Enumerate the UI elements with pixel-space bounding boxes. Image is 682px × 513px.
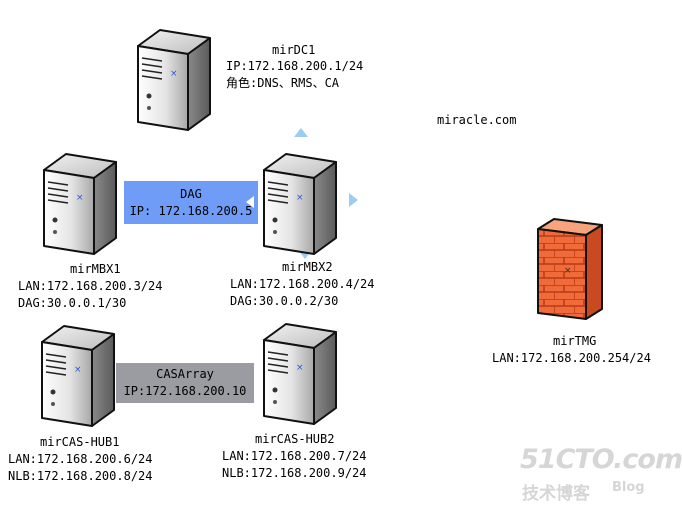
watermark-sub: 技术博客 (522, 484, 590, 504)
dag-ip: IP: 172.168.200.5 (129, 203, 253, 218)
server-icon-cas2[interactable] (258, 318, 338, 428)
tmg-lan: LAN:172.168.200.254/24 (492, 351, 651, 365)
domain-label: miracle.com (437, 113, 517, 127)
connector-arrow-up-icon (294, 128, 308, 137)
cas2-name: mirCAS-HUB2 (255, 432, 335, 446)
casarray-box[interactable]: CASArray IP:172.168.200.10 (116, 363, 254, 403)
cas1-lan: LAN:172.168.200.6/24 (8, 452, 153, 466)
dag-box[interactable]: DAG IP: 172.168.200.5 (124, 181, 258, 224)
watermark-blog: Blog (612, 480, 645, 495)
mbx1-dag: DAG:30.0.0.1/30 (18, 296, 127, 310)
mbx1-lan: LAN:172.168.200.3/24 (18, 279, 163, 293)
server-icon-dc1[interactable] (132, 24, 212, 134)
tmg-name: mirTMG (553, 334, 597, 348)
server-icon-mbx2[interactable] (258, 148, 338, 258)
connector-arrow-right-icon (349, 193, 358, 207)
cas2-nlb: NLB:172.168.200.9/24 (222, 466, 367, 480)
dag-arrow-left-icon (246, 196, 254, 208)
casarray-title: CASArray (156, 367, 214, 381)
firewall-icon[interactable]: × (534, 215, 606, 323)
dag-title: DAG (180, 186, 202, 201)
server-icon-cas1[interactable] (36, 320, 116, 430)
cas1-name: mirCAS-HUB1 (40, 435, 120, 449)
watermark-main: 51CTO.com (520, 444, 682, 475)
mbx2-dag: DAG:30.0.0.2/30 (230, 294, 339, 308)
dc1-role: 角色:DNS、RMS、CA (226, 76, 340, 90)
connector-arrow-down-icon (298, 250, 312, 259)
dc1-name: mirDC1 (272, 43, 316, 57)
mbx1-name: mirMBX1 (70, 262, 121, 276)
cas2-lan: LAN:172.168.200.7/24 (222, 449, 367, 463)
dc1-ip: IP:172.168.200.1/24 (226, 59, 364, 73)
mbx2-lan: LAN:172.168.200.4/24 (230, 277, 375, 291)
svg-text:×: × (564, 266, 572, 276)
server-icon-mbx1[interactable] (38, 148, 118, 258)
cas1-nlb: NLB:172.168.200.8/24 (8, 469, 153, 483)
casarray-ip: IP:172.168.200.10 (123, 384, 247, 398)
mbx2-name: mirMBX2 (282, 260, 333, 274)
